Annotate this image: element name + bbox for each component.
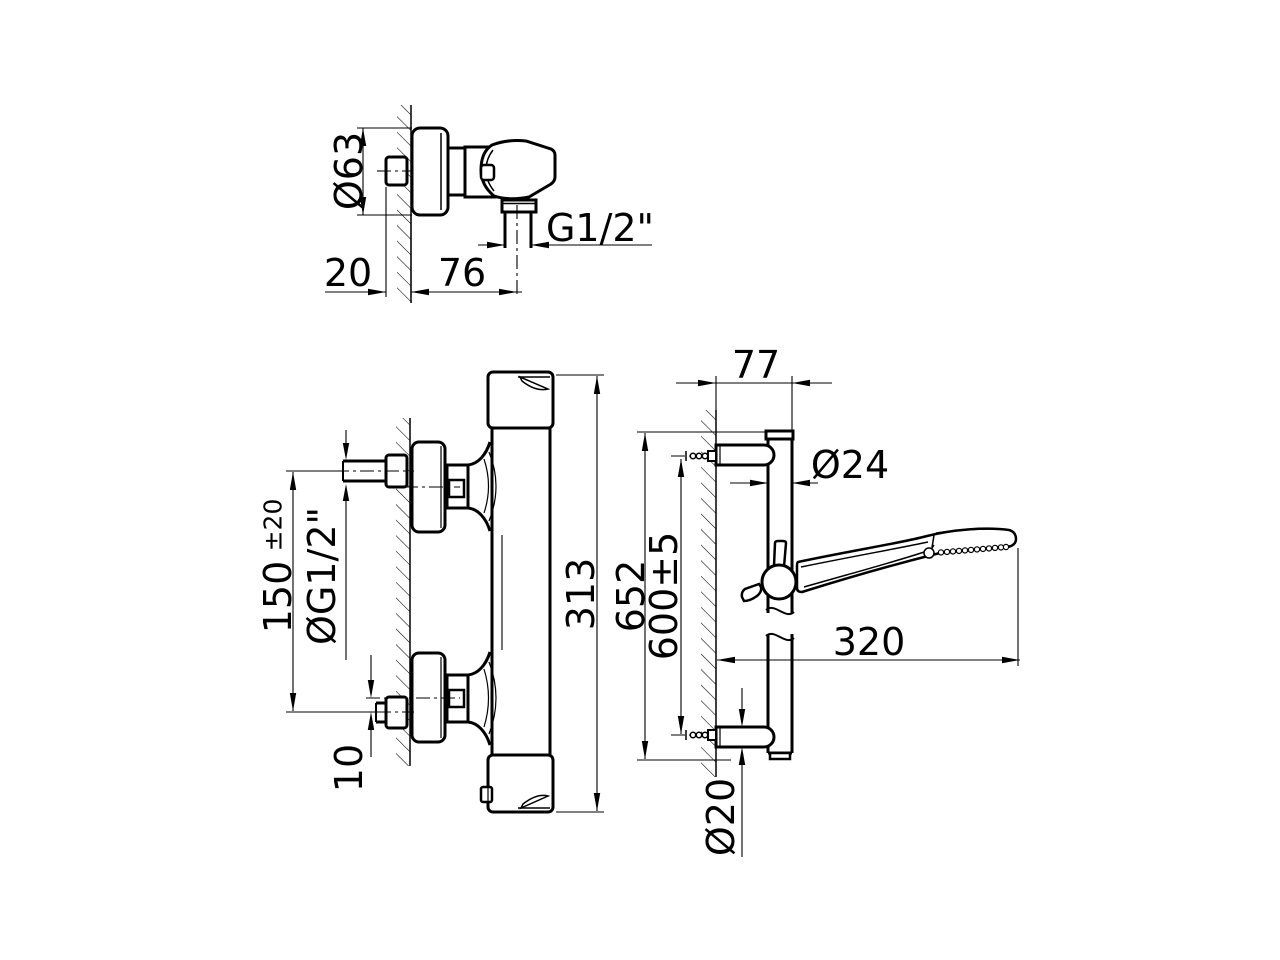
dim-text-inlet-thread: ØG1/2"	[300, 507, 344, 645]
hang-loop-stem	[931, 544, 935, 549]
temperature-handle	[486, 370, 555, 430]
dim-text-flange-diameter: Ø63	[327, 132, 371, 210]
wall-flange	[410, 126, 450, 217]
dimension-eccentric-offset: 10	[327, 655, 375, 792]
dimension-bracket-diameter: Ø20	[699, 688, 746, 857]
safety-button	[479, 785, 494, 804]
top-bracket	[714, 443, 776, 467]
side-view: Ø63 20 76 G1/2"	[324, 105, 654, 303]
tube-break-lower	[765, 633, 795, 641]
dim-text-eccentric-offset: 10	[327, 744, 371, 792]
dim-text-inlet-tolerance: ±20	[259, 499, 288, 552]
dimension-wall-offset: 20	[324, 187, 412, 297]
tube-break-gap	[764, 613, 796, 634]
dimension-rail-length: 652	[609, 431, 766, 761]
hang-loop	[923, 547, 935, 559]
front-view: 150 ±20 ØG1/2" 10 313	[256, 370, 604, 814]
top-union	[335, 440, 497, 534]
dim-text-bracket-projection: 77	[732, 343, 780, 387]
rail-top-cap	[764, 429, 795, 441]
dimension-inlet-thread: ØG1/2"	[300, 430, 350, 660]
wall-hatching	[397, 105, 411, 303]
knob-button	[479, 163, 496, 182]
top-fixing-screw	[671, 450, 717, 462]
dimension-handshower-reach: 320	[717, 548, 1020, 666]
dimension-outlet-thread: G1/2"	[478, 206, 654, 250]
tube-break-upper	[765, 607, 795, 615]
dim-text-bracket-diameter: Ø20	[699, 778, 743, 856]
handle-grip-notch	[519, 794, 551, 810]
bottom-fixing-screw	[671, 729, 717, 741]
dim-text-rail-length: 652	[609, 560, 653, 633]
dimension-inlet-spacing: 150 ±20	[256, 470, 382, 713]
dim-text-rail-diameter: Ø24	[811, 443, 889, 487]
rail-end-cap	[768, 751, 792, 761]
dim-text-body-height: 313	[559, 558, 603, 631]
valve-neck	[446, 146, 467, 197]
flow-handle	[486, 753, 555, 814]
dimension-projection: 76	[411, 251, 522, 296]
inlet-boss-inner	[447, 478, 466, 499]
wall-hatching	[396, 418, 410, 766]
dim-text-projection: 76	[438, 251, 486, 295]
dim-text-fixing-centers: 600±5	[642, 532, 686, 661]
dim-text-handshower-reach: 320	[833, 620, 906, 664]
holder-clamp	[740, 582, 763, 603]
dimension-flange-diameter: Ø63	[327, 127, 412, 216]
holder-lever	[772, 539, 788, 569]
hand-shower-outline	[795, 527, 1018, 594]
dimension-rail-diameter: Ø24	[730, 443, 889, 487]
head-bevel-line	[935, 528, 1012, 534]
dim-text-inlet-spacing: 150	[256, 561, 300, 634]
hand-shower-inner-top	[800, 541, 929, 568]
bottom-bracket	[714, 725, 776, 749]
dimension-fixing-centers: 600±5	[642, 459, 686, 734]
dimension-body-height: 313	[556, 374, 604, 813]
hand-shower	[795, 527, 1018, 594]
dim-text-outlet-thread: G1/2"	[546, 206, 654, 250]
mixer-body	[490, 426, 552, 757]
spray-nozzles	[937, 543, 1010, 556]
dimension-bracket-projection: 77	[676, 343, 832, 430]
wall-hatching	[701, 410, 716, 777]
dim-text-wall-offset: 20	[324, 251, 372, 295]
outlet-collar	[500, 198, 538, 214]
bottom-union	[352, 651, 497, 746]
hand-shower-inner-bottom	[803, 549, 931, 588]
handle-grip-notch	[518, 375, 551, 391]
rail-view: 77 Ø24 652 600±5	[609, 343, 1020, 857]
holder-knob	[760, 563, 798, 601]
